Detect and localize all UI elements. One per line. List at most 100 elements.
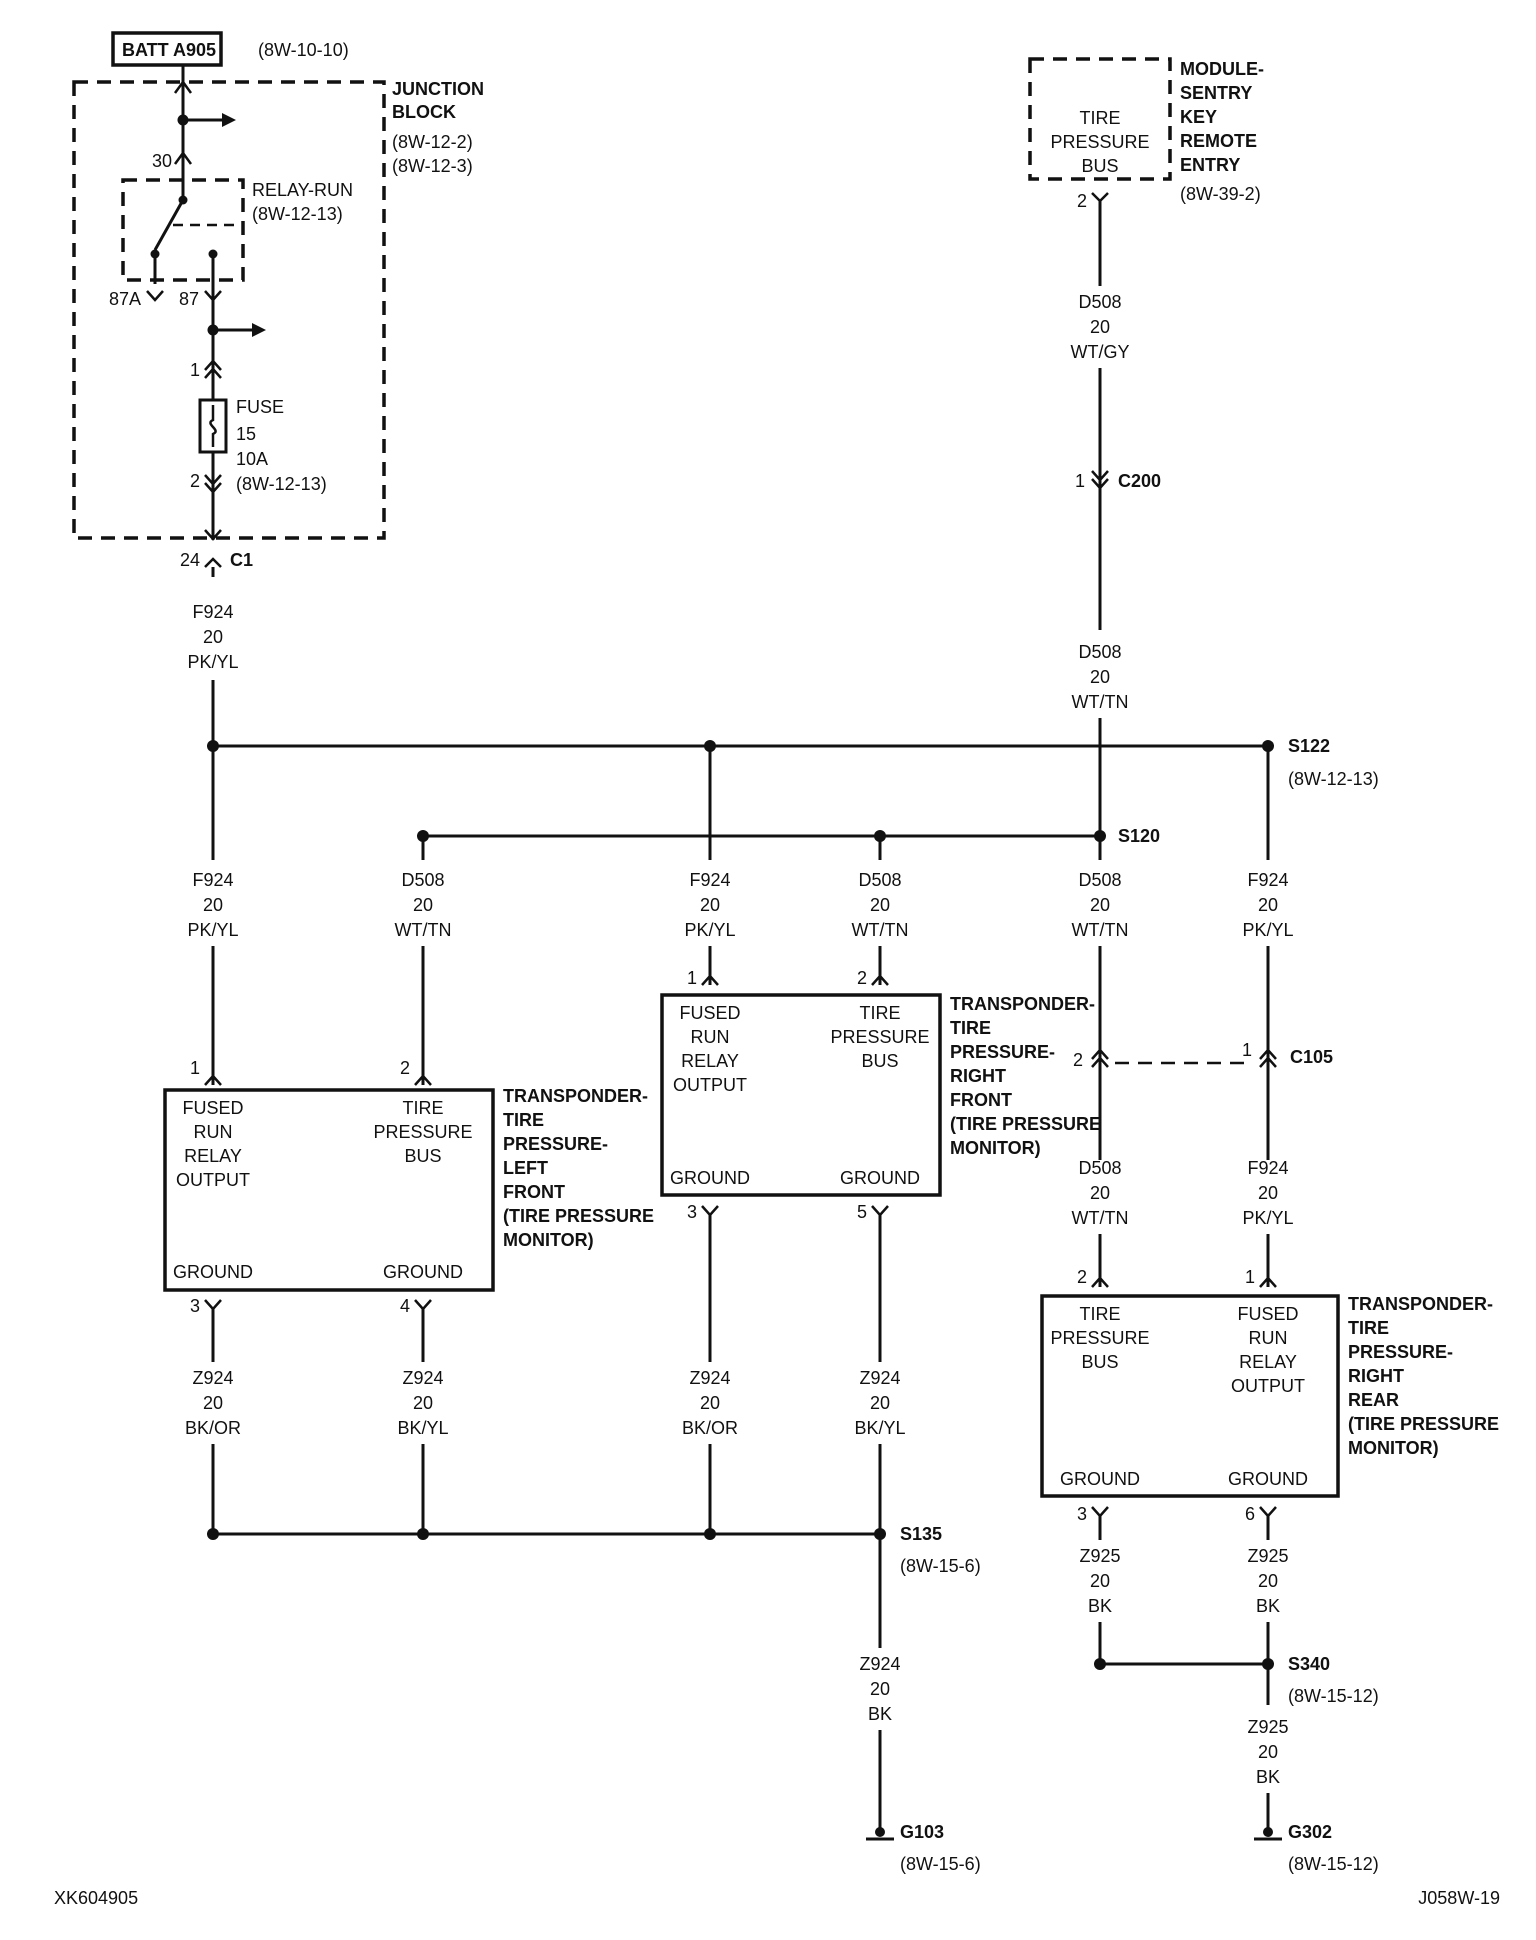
rf-ground-a: GROUND [670, 1168, 750, 1188]
wire-gauge: 20 [203, 1393, 223, 1413]
rr-ground-b: GROUND [1228, 1469, 1308, 1489]
rf-bus-1: TIRE [859, 1003, 900, 1023]
fuse-pin-out: 2 [190, 471, 200, 491]
lf-name-3: PRESSURE- [503, 1134, 608, 1154]
fuse-ref: (8W-12-13) [236, 474, 327, 494]
wire-color: PK/YL [684, 920, 735, 940]
junction-block-name-2: BLOCK [392, 102, 456, 122]
rr-name-1: TRANSPONDER- [1348, 1294, 1493, 1314]
rr-name-3: PRESSURE- [1348, 1342, 1453, 1362]
module-sentry-key-remote-entry: TIRE PRESSURE BUS MODULE- SENTRY KEY REM… [1028, 57, 1264, 211]
rf-name-4: RIGHT [950, 1066, 1006, 1086]
ske-name-3: KEY [1180, 107, 1217, 127]
lf-name-7: MONITOR) [503, 1230, 594, 1250]
wire-gauge: 20 [870, 1679, 890, 1699]
lf-name-6: (TIRE PRESSURE [503, 1206, 654, 1226]
wire-circuit: D508 [1078, 642, 1121, 662]
wire-gauge: 20 [1090, 1183, 1110, 1203]
connector-c1: 24 C1 [180, 550, 253, 577]
wire-color: WT/GY [1071, 342, 1130, 362]
s122-ref: (8W-12-13) [1288, 769, 1379, 789]
lf-bus-2: PRESSURE [373, 1122, 472, 1142]
c1-name: C1 [230, 550, 253, 570]
rr-fused-2: RUN [1249, 1328, 1288, 1348]
wire-z925-gnd-label: Z925 20 BK [1247, 1717, 1288, 1787]
rf-fused-2: RUN [691, 1027, 730, 1047]
rr-pin-fused: 1 [1245, 1267, 1255, 1287]
wire-f924-main-label: F924 20 PK/YL [187, 602, 238, 672]
wire-gauge: 20 [870, 895, 890, 915]
relay-ref: (8W-12-13) [252, 204, 343, 224]
relay-run: RELAY-RUN (8W-12-13) 87A 87 [109, 168, 353, 337]
wire-color: PK/YL [1242, 920, 1293, 940]
rf-fused-3: RELAY [681, 1051, 739, 1071]
g103-ref: (8W-15-6) [900, 1854, 981, 1874]
splice-s135: S135 (8W-15-6) [207, 1524, 981, 1576]
junction-block-name-1: JUNCTION [392, 79, 484, 99]
c200-pin: 1 [1075, 471, 1085, 491]
wire-f924-rf-label: F924 20 PK/YL [684, 870, 735, 940]
wire-color: BK/OR [185, 1418, 241, 1438]
relay-name: RELAY-RUN [252, 180, 353, 200]
drawing-code-right: J058W-19 [1418, 1888, 1500, 1908]
rf-fused-4: OUTPUT [673, 1075, 747, 1095]
wire-gauge: 20 [203, 895, 223, 915]
lf-pin-fused: 1 [190, 1058, 200, 1078]
lf-bus-1: TIRE [402, 1098, 443, 1118]
rf-pin-bus: 2 [857, 968, 867, 988]
rr-pin-bus: 2 [1077, 1267, 1087, 1287]
wire-circuit: Z925 [1079, 1546, 1120, 1566]
wire-circuit: D508 [1078, 292, 1121, 312]
wire-color: WT/TN [852, 920, 909, 940]
junction-block-ref-2: (8W-12-3) [392, 156, 473, 176]
transponder-left-front: 1 2 FUSED RUN RELAY OUTPUT TIRE PRESSURE… [163, 1058, 654, 1292]
ske-box-3: BUS [1081, 156, 1118, 176]
rf-pin-gnd-a: 3 [687, 1202, 697, 1222]
wire-d508-rr-label: D508 20 WT/TN [1072, 1158, 1129, 1228]
wire-gauge: 20 [1258, 895, 1278, 915]
wire-circuit: F924 [1247, 1158, 1288, 1178]
wire-color: BK [868, 1704, 892, 1724]
wire-circuit: D508 [1078, 1158, 1121, 1178]
lf-name-1: TRANSPONDER- [503, 1086, 648, 1106]
wire-circuit: D508 [401, 870, 444, 890]
rf-name-6: (TIRE PRESSURE [950, 1114, 1101, 1134]
wire-circuit: Z925 [1247, 1546, 1288, 1566]
wire-color: BK/OR [682, 1418, 738, 1438]
wire-d508-gy-label: D508 20 WT/GY [1071, 292, 1130, 362]
wire-circuit: F924 [1247, 870, 1288, 890]
ground-g103: G103 (8W-15-6) [866, 1822, 981, 1874]
rr-bus-2: PRESSURE [1050, 1328, 1149, 1348]
wire-gauge: 20 [1258, 1571, 1278, 1591]
rf-name-3: PRESSURE- [950, 1042, 1055, 1062]
wire-d508-rr-up-label: D508 20 WT/TN [1072, 870, 1129, 940]
relay-pin-87: 87 [179, 289, 199, 309]
transponder-right-front: 1 2 FUSED RUN RELAY OUTPUT TIRE PRESSURE… [660, 968, 1101, 1197]
splice-s122: S122 (8W-12-13) [207, 736, 1379, 789]
wire-color: BK/YL [854, 1418, 905, 1438]
wire-circuit: D508 [858, 870, 901, 890]
wire-d508-rf-label: D508 20 WT/TN [852, 870, 909, 940]
wire-f924-lf-label: F924 20 PK/YL [187, 870, 238, 940]
wire-d508-tn-label: D508 20 WT/TN [1072, 642, 1129, 712]
lf-name-4: LEFT [503, 1158, 548, 1178]
ske-pin: 2 [1077, 191, 1087, 211]
transponder-right-rear: 2 1 TIRE PRESSURE BUS FUSED RUN RELAY OU… [1040, 1267, 1499, 1498]
connector-c200: 1 C200 [1075, 470, 1161, 491]
wire-circuit: Z924 [192, 1368, 233, 1388]
rr-pin-gnd-a: 3 [1077, 1504, 1087, 1524]
c105-pin-a: 2 [1073, 1050, 1083, 1070]
lf-ground-a: GROUND [173, 1262, 253, 1282]
wire-gauge: 20 [1090, 1571, 1110, 1591]
wire-circuit: F924 [192, 870, 233, 890]
wire-gauge: 20 [203, 627, 223, 647]
ske-name-4: REMOTE [1180, 131, 1257, 151]
g302-name: G302 [1288, 1822, 1332, 1842]
splice-s120: S120 [417, 826, 1160, 846]
wire-color: WT/TN [1072, 1208, 1129, 1228]
ske-box-1: TIRE [1079, 108, 1120, 128]
rr-bus-3: BUS [1081, 1352, 1118, 1372]
s135-ref: (8W-15-6) [900, 1556, 981, 1576]
wire-gauge: 20 [1258, 1183, 1278, 1203]
